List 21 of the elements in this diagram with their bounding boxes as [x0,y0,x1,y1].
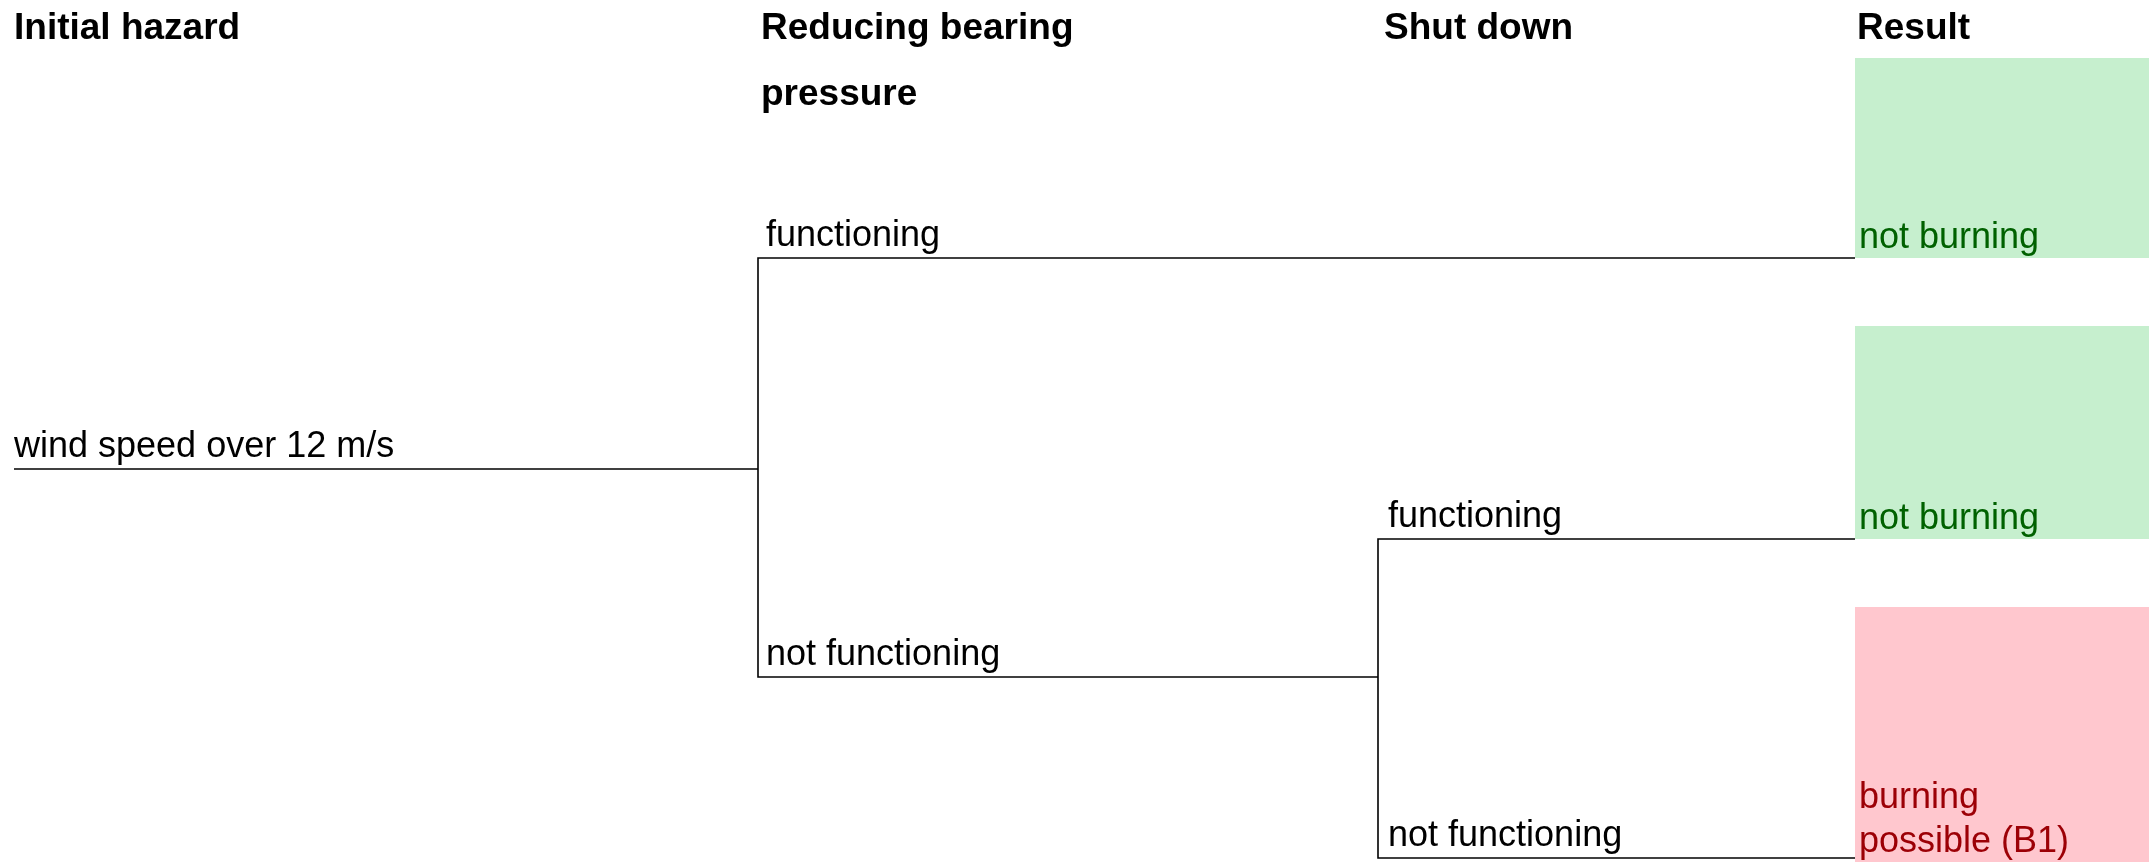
branch-line [1377,676,1389,859]
outcome-box: not burning [1855,326,2149,539]
branch-line [757,257,767,470]
branch-line [1377,538,1389,678]
branch-label: not functioning [766,631,1001,675]
branch-line [765,676,1379,678]
branch-label: functioning [1388,493,1563,537]
branch-line [757,468,767,678]
outcome-box: burning possible (B1) [1855,607,2149,862]
column-heading: Reducing bearing pressure [761,5,1075,115]
branch-line [13,468,759,470]
branch-line [1387,538,1856,540]
branch-label: functioning [766,212,941,256]
outcome-box: not burning [1855,58,2149,258]
branch-label: not functioning [1388,812,1623,856]
initiating-event-label: wind speed over 12 m/s [14,423,395,467]
column-heading: Result [1857,5,1971,49]
branch-line [1387,857,1856,859]
column-heading: Shut down [1384,5,1574,49]
branch-line [765,257,1856,259]
column-heading: Initial hazard [14,5,241,49]
